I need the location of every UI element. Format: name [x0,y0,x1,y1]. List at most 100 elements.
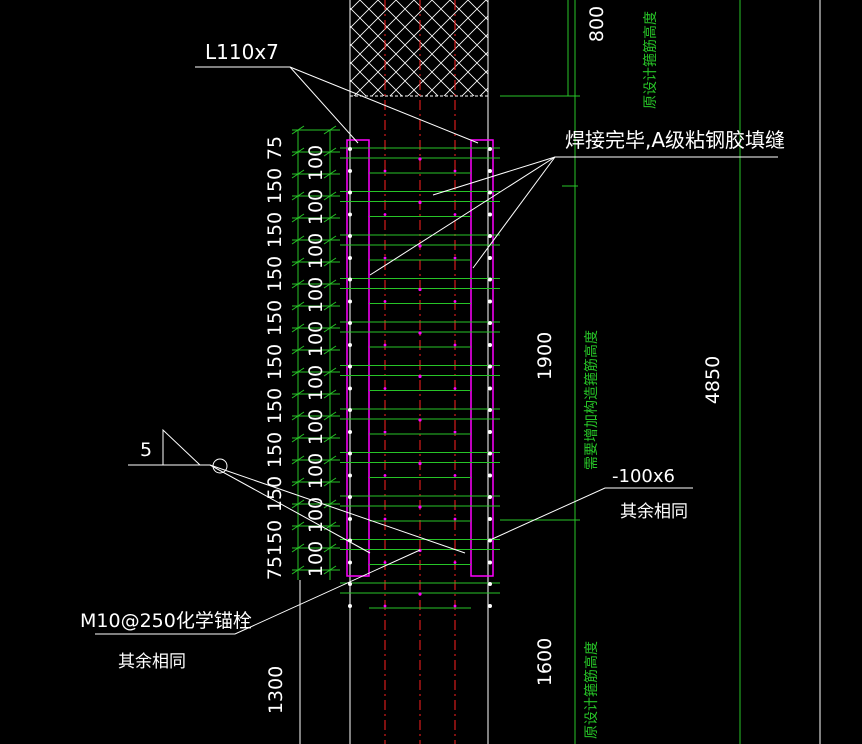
leader-weld-3 [472,156,556,269]
dim-left-pitch: 150 [264,432,286,468]
rebar-dot [383,474,387,477]
bolt-dot [348,169,352,173]
dim-left-pitch: 150 [264,300,286,336]
bolt-dot [348,190,352,195]
bolt-dot [488,147,492,151]
rebar-dot [383,561,387,564]
bolt-dot [348,451,352,456]
bolt-dot [488,256,492,260]
rebar-dot [383,169,387,173]
anchor-dot [418,418,422,422]
dim-inner-pitch: 100 [305,189,327,225]
dim-left-75-bottom: 75 [264,556,286,580]
dim-inner-pitch: 100 [305,233,327,269]
rebar-dot [383,300,387,303]
batten-plates [340,147,500,609]
dim-inner-pitch: 100 [305,365,327,401]
bolt-dot [348,386,352,391]
bolt-dot [348,495,352,499]
dim-far-right: 4850 [702,356,724,404]
label-weld-note: 焊接完毕,A级粘钢胶填缝 [565,128,785,152]
bolt-dot [348,321,352,325]
dim-inner-pitch: 100 [305,453,327,489]
bolt-dot [348,256,352,260]
leader-weld-symbol-2 [209,464,466,554]
label-anchor: M10@250化学锚栓 [80,610,252,632]
anchor-dot [418,592,422,596]
rebar-dot [383,430,387,434]
dim-left-pitch: 150 [264,520,286,556]
rebar-dot [453,430,457,434]
bolt-dot [348,343,352,347]
angle-right [470,139,494,577]
note-orig-height-top: 原设计箍筋高度 [642,11,659,109]
column-hatched-top [350,0,488,96]
rebar-dot [453,343,457,347]
dim-left-pitch: 150 [264,168,286,204]
bolt-dot [488,169,492,173]
left-dimension-ticks [291,125,340,575]
bolt-dot [348,408,352,412]
rebar-dot [453,256,457,260]
rebar-dot [383,213,387,216]
leader-angle-right [289,66,479,144]
bolt-dot [488,408,492,412]
bolt-dot [488,517,492,521]
rebar-dot [383,604,387,608]
bolt-dot [488,212,492,217]
anchor-dot [418,374,422,379]
anchor-dot [418,200,422,205]
rebar-dot [453,604,457,608]
bolt-dot [348,234,352,238]
rebar-dot [383,387,387,390]
dim-left-pitch: 150 [264,212,286,248]
note-orig-height-bottom: 原设计箍筋高度 [583,641,600,739]
bolt-dot [488,604,492,608]
bolt-dot [488,364,492,369]
bolt-dot [488,560,492,565]
leader-angle-left [195,66,359,144]
dim-left-pitch: 150 [264,256,286,292]
rebar-dot [453,517,457,521]
rebar-dot [453,561,457,564]
anchor-dot [418,157,422,161]
rebar-dot [453,474,457,477]
dim-bottom-right: 1600 [534,638,556,686]
rebar-dot [453,213,457,216]
bolt-dot [348,430,352,434]
bolt-dot [348,364,352,369]
dim-inner-pitch: 100 [305,145,327,181]
bolt-dot [348,212,352,217]
bolt-dot [348,147,352,151]
dim-left-pitch: 150 [264,388,286,424]
bolt-dot [348,560,352,565]
dim-bottom-left: 1300 [265,666,287,714]
dim-top-right: 800 [586,6,608,42]
red-centerlines [384,0,456,744]
dim-left-75-top: 75 [264,136,286,160]
rebar-dot [383,343,387,347]
dim-inner-pitch: 100 [305,497,327,533]
bolt-dot [348,604,352,608]
bolt-dot [488,451,492,456]
bolt-dot [488,582,492,586]
left-dimension-chain [297,130,331,580]
leader-plate [489,487,693,541]
green-verticals [500,0,741,744]
rebar-dot [453,169,457,173]
dim-mid-right: 1900 [534,332,556,380]
bolt-dot [488,386,492,391]
dim-inner-pitch: 100 [305,409,327,445]
anchor-dot [418,461,422,466]
rebar-dot [383,256,387,260]
bolt-dot [488,473,492,478]
rebar-dot [453,300,457,303]
leader-anchor [95,549,421,635]
dim-inner-pitch: 100 [305,321,327,357]
label-anchor-note: 其余相同 [118,652,186,672]
anchor-dot [418,331,422,335]
anchor-dot [418,287,422,292]
bolt-dot [488,190,492,195]
